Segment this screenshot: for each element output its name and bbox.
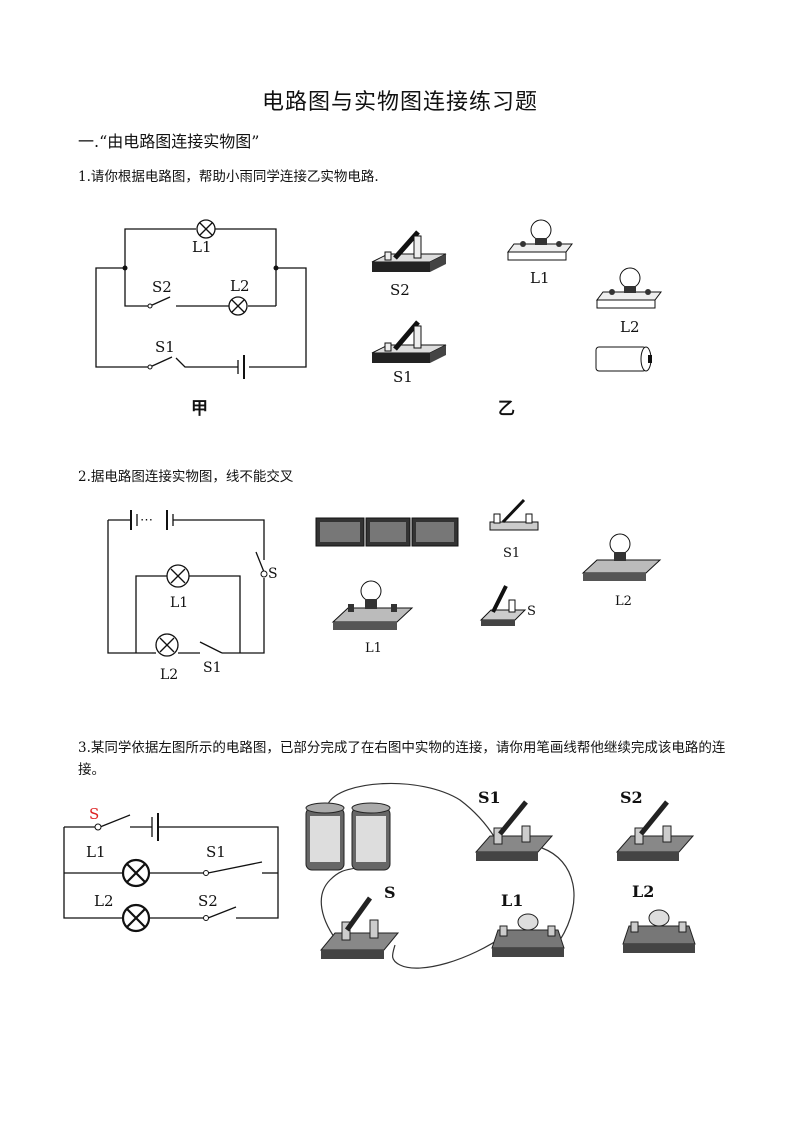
- q1-label-s2: S2: [152, 278, 172, 296]
- q1-label-l1: L1: [192, 238, 212, 256]
- q2-physical-label-s1: S1: [503, 546, 520, 561]
- q3-label-l1: L1: [86, 843, 106, 861]
- q2-lamp-l1: [331, 580, 414, 630]
- q3-switch-s: [319, 896, 400, 959]
- q3-label-s1: S1: [206, 843, 226, 861]
- q3-physical-label-l1: L1: [501, 891, 523, 910]
- q2-label-s: S: [268, 566, 278, 582]
- q2-battery-pack: [315, 517, 459, 547]
- q3-label-s: S: [89, 805, 99, 823]
- q3-lamp-l1: [491, 913, 565, 957]
- q1-label-s1: S1: [155, 338, 175, 356]
- q2-physical-label-l2: L2: [615, 594, 632, 609]
- question-1-text: 1.请你根据电路图，帮助小雨同学连接乙实物电路.: [78, 169, 379, 185]
- question-3-text: 3.某同学依据左图所示的电路图，已部分完成了在右图中实物的连接，请你用笔画线帮他…: [78, 740, 726, 778]
- q1-physical-label-s2: S2: [390, 281, 410, 299]
- q2-switch-s1: [489, 498, 539, 531]
- q2-label-s1: S1: [203, 660, 222, 676]
- q3-label-l2: L2: [94, 892, 114, 910]
- q3-switch-s1: [474, 800, 554, 861]
- q1-physical-label-l2: L2: [620, 318, 640, 336]
- q1-label-jia: 甲: [191, 399, 208, 419]
- q2-label-l2: L2: [160, 667, 178, 683]
- q2-physical-label-l1: L1: [365, 641, 382, 656]
- page-title: 电路图与实物图连接练习题: [261, 90, 538, 115]
- q3-existing-wires: [320, 782, 575, 969]
- q2-switch-s: [479, 585, 527, 626]
- question-2-text: 2.据电路图连接实物图，线不能交叉: [78, 469, 294, 485]
- q2-physical-label-s: S: [527, 604, 536, 619]
- q1-physical-label-s1: S1: [393, 368, 413, 386]
- q3-label-s2: S2: [198, 892, 218, 910]
- q3-physical-label-l2: L2: [632, 882, 654, 901]
- q1-battery: [595, 346, 652, 372]
- q1-label-yi: 乙: [498, 399, 515, 419]
- q3-physical-label-s2: S2: [620, 788, 643, 807]
- q3-physical-label-s1: S1: [478, 788, 501, 807]
- q1-lamp-l2: [596, 267, 662, 309]
- q1-switch-s2: [371, 230, 447, 272]
- q3-switch-s2: [615, 800, 695, 861]
- q1-label-l2: L2: [230, 277, 250, 295]
- q3-batteries: [305, 802, 391, 871]
- q3-physical-label-s: S: [384, 883, 396, 902]
- q1-switch-s1: [371, 320, 447, 363]
- q1-physical-label-l1: L1: [530, 269, 550, 287]
- q3-lamp-l2: [622, 909, 696, 953]
- q2-label-l1: L1: [170, 595, 188, 611]
- q1-lamp-l1: [507, 219, 573, 261]
- q2-battery-dots: ⋯: [140, 513, 153, 528]
- q2-lamp-l2: [581, 533, 662, 581]
- section-heading: 一.“由电路图连接实物图”: [78, 132, 260, 151]
